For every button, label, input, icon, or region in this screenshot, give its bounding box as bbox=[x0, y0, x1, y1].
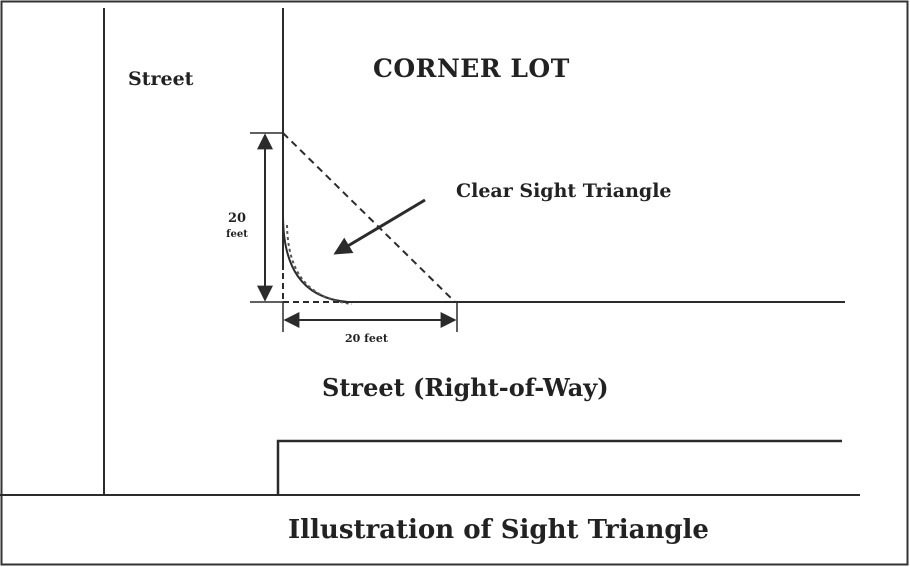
vertical-dimension-value: 20 bbox=[227, 211, 247, 226]
vertical-dimension-unit: feet bbox=[226, 228, 248, 240]
corner-curb-curve bbox=[282, 214, 349, 303]
vertical-dimension-label: 20 feet bbox=[213, 210, 261, 241]
horizontal-dimension-label: 20 feet bbox=[345, 332, 388, 345]
diagram-caption: Illustration of Sight Triangle bbox=[288, 515, 709, 545]
sight-triangle-hypotenuse bbox=[282, 132, 456, 303]
street-right-of-way-label: Street (Right-of-Way) bbox=[322, 373, 609, 402]
corner-lot-title: CORNER LOT bbox=[373, 54, 570, 83]
clear-sight-pointer-arrow bbox=[333, 198, 426, 255]
side-street-label: Street bbox=[128, 68, 194, 90]
corner-curb-dotted bbox=[286, 224, 353, 305]
clear-sight-triangle-label: Clear Sight Triangle bbox=[456, 180, 672, 202]
opposite-curb-line bbox=[276, 439, 842, 495]
